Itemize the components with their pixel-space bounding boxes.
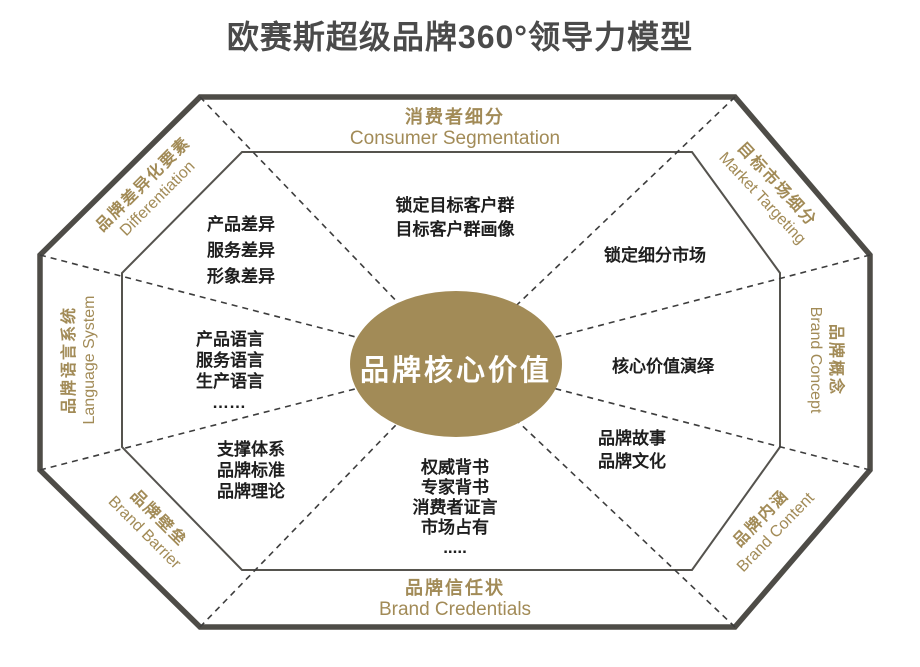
sector-items-brand-barrier: 支撑体系 品牌标准 品牌理论	[217, 439, 285, 502]
sector-items-market-targeting: 锁定细分市场	[555, 241, 755, 266]
sector-item: 品牌理论	[217, 482, 285, 501]
band-en-label: Brand Credentials	[378, 599, 532, 620]
sector-item: 产品差异	[207, 215, 275, 234]
band-zh-label: 品牌语言系统	[61, 306, 78, 415]
sector-item: .....	[443, 538, 467, 557]
sector-item: 核心价值演绎	[612, 357, 714, 376]
sector-item: 品牌标准	[217, 461, 285, 480]
sector-item: 消费者证言	[412, 498, 498, 517]
center-value-label: 品牌核心价值	[359, 355, 552, 387]
sector-item: 生产语言	[196, 372, 264, 391]
sector-item: 权威背书	[421, 458, 489, 477]
sector-item: 支撑体系	[217, 440, 285, 459]
sector-item: 品牌故事	[598, 429, 666, 448]
sector-item: 形象差异	[207, 267, 275, 286]
band-en-label: Language System	[81, 295, 98, 425]
page-title: 欧赛斯超级品牌360°领导力模型	[226, 19, 694, 55]
sector-item: 目标客户群画像	[395, 220, 515, 239]
band-en-label: Brand Concept	[807, 306, 824, 414]
band-zh-label: 消费者细分	[405, 107, 505, 127]
sector-items-consumer-segmentation: 锁定目标客户群 目标客户群画像	[335, 194, 575, 242]
band-label-brand-credentials: 品牌信任状 Brand Credentials	[305, 577, 605, 621]
sector-item: 服务差异	[207, 241, 275, 260]
sector-items-brand-credentials: 权威背书 专家背书 消费者证言 市场占有 .....	[355, 458, 555, 558]
sector-item: 产品语言	[196, 330, 264, 349]
octagon-inner-border	[121, 151, 781, 571]
band-zh-label: 品牌概念	[827, 323, 844, 396]
sector-item: 锁定细分市场	[604, 246, 706, 265]
sector-item: ……	[212, 393, 246, 412]
sector-item: 服务语言	[196, 351, 264, 370]
band-label-language-system: 品牌语言系统 Language System	[60, 260, 100, 460]
band-en-label: Consumer Segmentation	[349, 128, 561, 149]
band-label-brand-concept: 品牌概念 Brand Concept	[805, 260, 845, 460]
band-label-consumer-segmentation: 消费者细分 Consumer Segmentation	[305, 106, 605, 150]
sector-item: 锁定目标客户群	[395, 196, 515, 215]
divider-left-top-line	[39, 254, 457, 364]
sector-item: 专家背书	[421, 478, 489, 497]
sector-items-brand-concept: 核心价值演绎	[563, 352, 763, 377]
sector-item: 市场占有	[421, 518, 489, 537]
sector-items-language-system: 产品语言 服务语言 生产语言 ……	[196, 329, 264, 413]
sector-item: 品牌文化	[598, 452, 666, 471]
band-zh-label: 品牌信任状	[405, 578, 505, 598]
sector-items-brand-content: 品牌故事 品牌文化	[598, 427, 666, 473]
center-ellipse	[350, 291, 562, 437]
sector-items-differentiation: 产品差异 服务差异 形象差异	[207, 212, 275, 290]
